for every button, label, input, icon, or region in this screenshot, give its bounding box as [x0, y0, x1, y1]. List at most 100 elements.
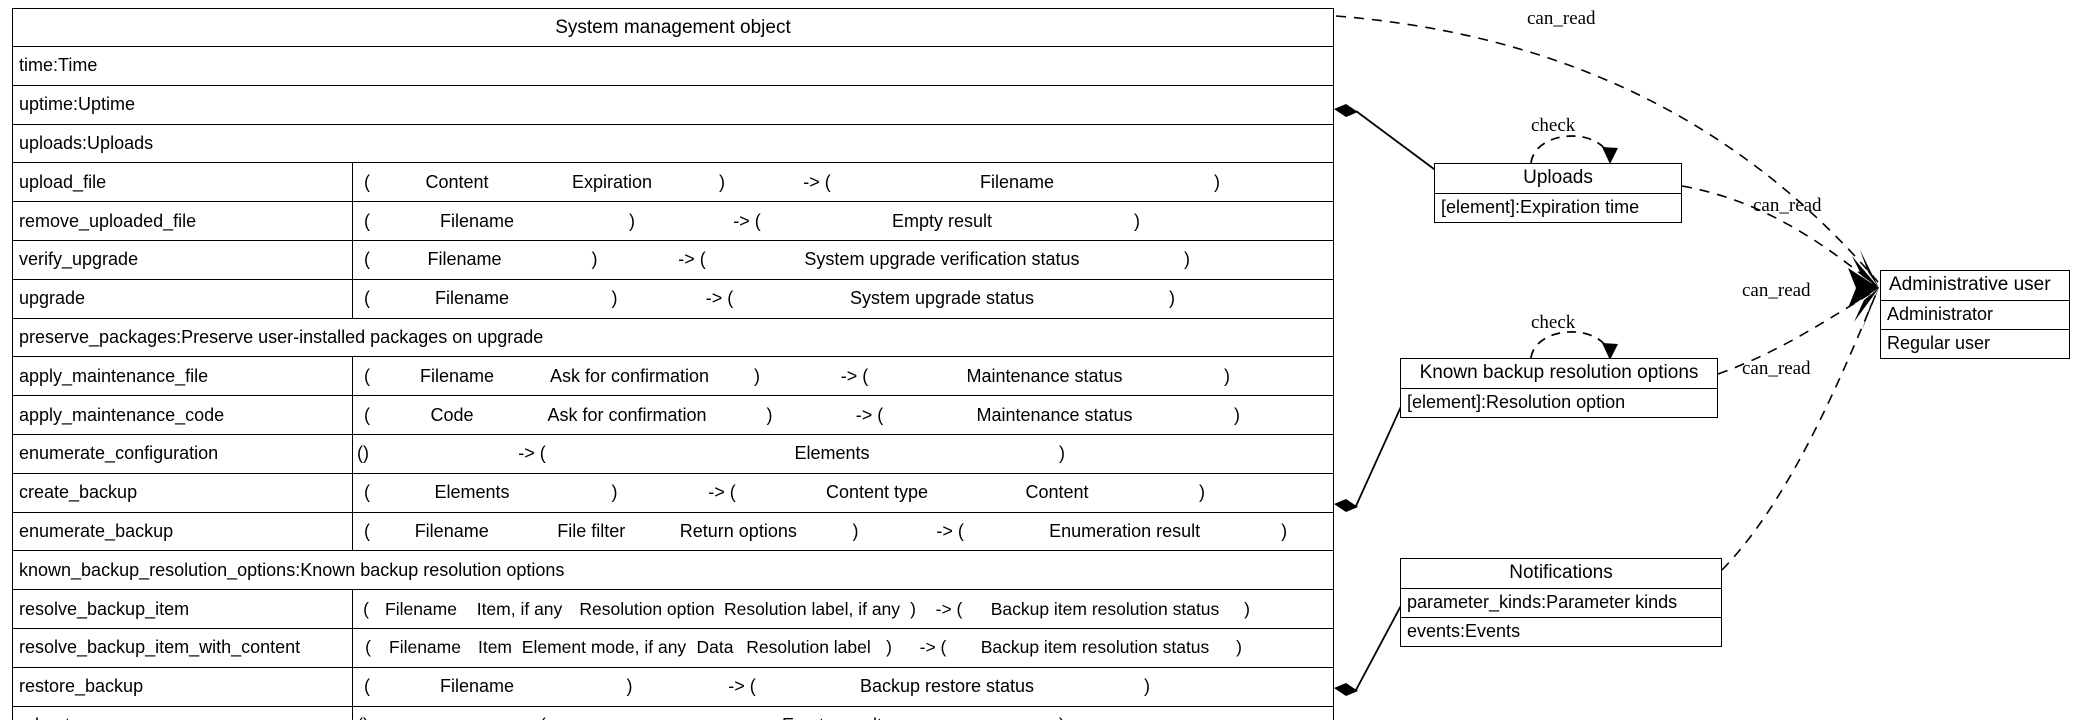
class-title: Uploads — [1435, 164, 1681, 194]
operation-name: resolve_backup_item_with_content — [13, 628, 353, 667]
paren-close: ) — [1144, 676, 1150, 697]
paren-close: ) — [766, 404, 773, 425]
operation-name: apply_maintenance_code — [13, 396, 353, 434]
operation-signature: ( Filename ) -> ( System upgrade verific… — [353, 241, 1333, 279]
attribute-label: [element]:Expiration time — [1441, 197, 1640, 217]
class-title: System management object — [555, 16, 791, 38]
operation-signature: () -> ( Empty result ) — [353, 707, 1333, 720]
paren-close: ) — [1244, 598, 1250, 619]
operation-row: restore_backup ( Filename ) -> ( Backup … — [13, 667, 1333, 707]
attribute-label: known_backup_resolution_options:Known ba… — [19, 559, 565, 580]
class-system-management-object: System management object time:Time uptim… — [12, 8, 1334, 720]
arrow: -> ( — [387, 715, 677, 720]
class-known-backup-resolution-options: Known backup resolution options [element… — [1400, 358, 1718, 418]
paren-open: ( — [364, 365, 370, 386]
composition-notifications — [1334, 599, 1405, 696]
enum-value-regular-user: Regular user — [1887, 333, 1991, 353]
arrow: -> ( — [518, 443, 546, 464]
return-type: Backup restore status — [859, 676, 1035, 697]
operation-row: apply_maintenance_code ( Code Ask for co… — [13, 396, 1333, 435]
arrowhead-cluster — [1848, 250, 1879, 330]
paren-open: ( — [364, 404, 370, 425]
paren-close: ) — [987, 715, 1137, 720]
paren-close: ) — [626, 676, 633, 697]
return-type: Empty result — [677, 715, 987, 720]
param: Data — [696, 637, 734, 658]
paren-close: ) — [754, 365, 760, 386]
arrow: -> ( — [936, 520, 964, 541]
operation-signature: ( Filename ) -> ( Backup restore status … — [353, 668, 1333, 706]
paren-close: ) — [591, 249, 598, 270]
operation-row: upgrade ( Filename ) -> ( System upgrade… — [13, 279, 1333, 319]
attribute-row-preserve-packages: preserve_packages:Preserve user-installe… — [13, 319, 1333, 358]
edge-label-can-read: can_read — [1527, 8, 1596, 29]
paren-close: ) — [1184, 249, 1190, 270]
param: Filename — [434, 288, 510, 309]
attribute-label: uptime:Uptime — [19, 94, 136, 115]
operation-name: apply_maintenance_file — [13, 357, 353, 396]
param: File filter — [557, 520, 626, 541]
class-title: Known backup resolution options — [1401, 359, 1717, 389]
param: Item, if any — [476, 598, 563, 619]
return-type: Enumeration result — [1049, 520, 1201, 541]
operation-row: enumerate_backup ( Filename File filter … — [13, 512, 1333, 552]
class-title-row: System management object — [13, 9, 1333, 47]
operation-name: remove_uploaded_file — [13, 202, 353, 240]
dependency-can-read-2 — [1681, 185, 1877, 287]
paren-close: ) — [719, 171, 725, 192]
arrow: -> ( — [705, 288, 734, 309]
composition-uploads — [1334, 104, 1439, 173]
operation-row: resolve_backup_item ( Filename Item, if … — [13, 590, 1333, 629]
return-type: Maintenance status — [966, 365, 1123, 386]
operation-row: upload_file ( Content Expiration ) -> ( … — [13, 163, 1333, 203]
operation-row: remove_uploaded_file ( Filename ) -> ( E… — [13, 202, 1333, 241]
operation-row: verify_upgrade ( Filename ) -> ( System … — [13, 240, 1333, 280]
operation-signature: () -> ( Elements ) — [353, 435, 1333, 473]
operation-row: apply_maintenance_file ( Filename Ask fo… — [13, 357, 1333, 397]
operation-name: reboot — [13, 706, 353, 720]
paren-close: ) — [1224, 365, 1230, 386]
paren-close: ) — [886, 637, 892, 658]
param: Filename — [427, 249, 502, 270]
return-type: System upgrade status — [849, 288, 1035, 309]
paren-empty: () — [357, 715, 387, 720]
param: Filename — [419, 365, 495, 386]
dependency-can-read-1 — [1335, 15, 1879, 283]
paren-close: ) — [1134, 210, 1140, 231]
enum-value-administrator: Administrator — [1881, 301, 2069, 330]
operation-signature: ( Filename Item Element mode, if any Dat… — [353, 629, 1333, 667]
return-type: Maintenance status — [976, 404, 1133, 425]
paren-close: ) — [852, 520, 859, 541]
attribute-label: [element]:Resolution option — [1407, 392, 1626, 412]
arrow: -> ( — [935, 598, 963, 619]
attribute-label: parameter_kinds:Parameter kinds — [1401, 589, 1721, 618]
edge-label-can-read: can_read — [1742, 358, 1811, 379]
operation-name: enumerate_backup — [13, 512, 353, 551]
operation-signature: ( Code Ask for confirmation ) -> ( Maint… — [353, 396, 1333, 434]
attribute-label: preserve_packages:Preserve user-installe… — [19, 326, 544, 347]
operation-name: resolve_backup_item — [13, 590, 353, 628]
composition-known-backup — [1334, 399, 1405, 512]
attribute-row-known-backup-resolution-options: known_backup_resolution_options:Known ba… — [13, 551, 1333, 591]
class-notifications: Notifications parameter_kinds:Parameter … — [1400, 558, 1722, 647]
arrow: -> ( — [840, 365, 869, 386]
edge-label-can-read: can_read — [1742, 280, 1811, 301]
operation-name: verify_upgrade — [13, 240, 353, 279]
check-arrow-uploads — [1530, 135, 1618, 164]
attribute-label: uploads:Uploads — [19, 132, 154, 153]
return-type: Filename — [979, 171, 1055, 192]
param: Filename — [389, 637, 461, 658]
paren-close: ) — [1214, 171, 1220, 192]
operation-signature: ( Filename Ask for confirmation ) -> ( M… — [353, 357, 1333, 395]
paren-open: ( — [363, 520, 370, 541]
operation-signature: ( Elements ) -> ( Content type Content ) — [353, 474, 1333, 512]
return-type: Backup item resolution status — [990, 598, 1220, 619]
param: Resolution option — [579, 598, 715, 619]
param: Return options — [679, 520, 797, 541]
arrow: -> ( — [803, 171, 831, 192]
arrow: -> ( — [733, 210, 761, 231]
param: Expiration — [571, 171, 653, 192]
paren-close: ) — [1199, 482, 1205, 503]
